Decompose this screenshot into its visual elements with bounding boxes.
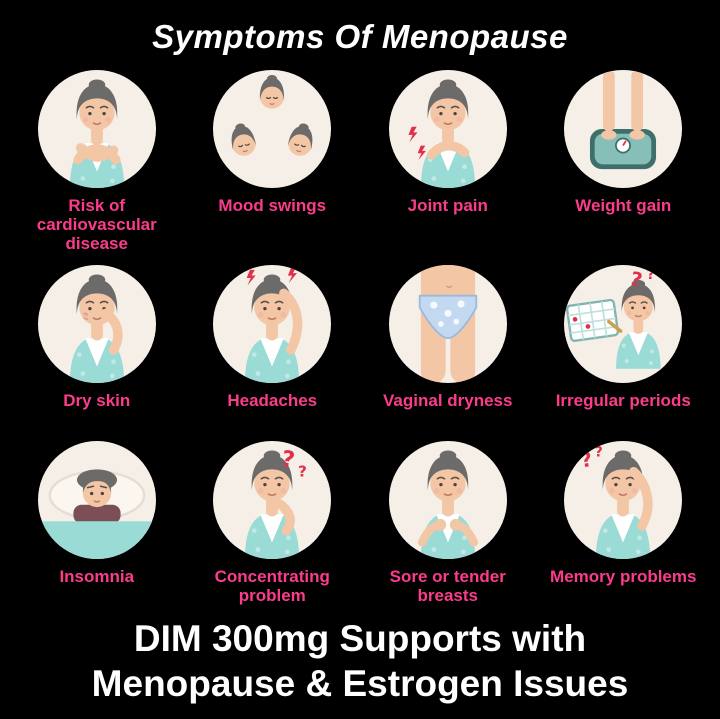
symptom-label: Irregular periods <box>555 391 691 411</box>
symptom-card: ? ? Irregular periods <box>537 265 711 429</box>
symptom-circle <box>213 265 332 384</box>
symptom-circle <box>213 70 332 188</box>
woman-confused-illustration: ? ? <box>244 446 307 560</box>
footer-line-1: DIM 300mg Supports with <box>133 618 587 660</box>
symptom-label: Insomnia <box>59 567 135 587</box>
symptom-card: ? ? Memory problems <box>537 441 711 605</box>
symptom-label: Memory problems <box>550 567 697 587</box>
symptom-label: Risk of cardiovascular disease <box>36 196 157 254</box>
feet-on-scale-illustration <box>590 70 657 170</box>
symptom-card: Joint pain <box>361 70 535 253</box>
symptom-label: Joint pain <box>407 196 488 215</box>
three-faces-illustration <box>227 74 317 159</box>
woman-calendar-illustration: ? ? <box>566 267 662 369</box>
svg-text:?: ? <box>579 447 595 473</box>
svg-text:?: ? <box>280 446 297 474</box>
symptom-card: Headaches <box>186 265 360 429</box>
symptom-card: Mood swings <box>186 70 360 253</box>
svg-text:?: ? <box>595 444 603 460</box>
symptom-grid: Risk of cardiovascular disease Mood swin… <box>0 56 720 605</box>
woman-chest-pain-illustration <box>68 78 125 188</box>
symptom-circle: ? ? <box>564 265 683 384</box>
page-title: Symptoms Of Menopause <box>152 18 568 55</box>
footer-heading: DIM 300mg Supports with Menopause & Estr… <box>0 617 720 706</box>
symptom-circle <box>37 265 156 384</box>
symptom-circle <box>388 265 507 384</box>
symptom-circle <box>564 70 683 188</box>
symptom-circle <box>388 441 507 560</box>
woman-headache-illustration <box>244 267 303 384</box>
woman-joint-pain-illustration <box>408 78 476 188</box>
svg-text:?: ? <box>628 267 644 293</box>
symptom-circle <box>388 70 507 188</box>
symptom-card: Insomnia <box>10 441 184 605</box>
symptom-circle <box>37 441 156 560</box>
symptom-label: Headaches <box>227 391 318 411</box>
symptom-card: Risk of cardiovascular disease <box>10 70 184 253</box>
symptom-label: Mood swings <box>218 196 327 215</box>
symptom-label: Concentrating problem <box>214 567 330 606</box>
symptom-label: Weight gain <box>575 196 672 215</box>
woman-chest-tender-illustration <box>417 449 478 560</box>
symptom-label: Dry skin <box>63 391 131 411</box>
symptom-card: Vaginal dryness <box>361 265 535 429</box>
symptom-label: Vaginal dryness <box>383 391 513 411</box>
woman-touching-face-illustration <box>68 273 125 384</box>
symptom-circle: ? ? <box>564 441 683 560</box>
symptom-card: ? ? Concentrating problem <box>186 441 360 605</box>
symptom-card: Weight gain <box>537 70 711 253</box>
symptom-circle <box>37 70 156 188</box>
symptom-card: Sore or tender breasts <box>361 441 535 605</box>
torso-underwear-illustration <box>418 265 477 384</box>
svg-text:?: ? <box>298 462 307 480</box>
symptom-circle: ? ? <box>213 441 332 560</box>
symptom-card: Dry skin <box>10 265 184 429</box>
woman-in-bed-illustration <box>37 469 156 560</box>
woman-memory-illustration: ? ? <box>579 444 653 560</box>
symptom-label: Sore or tender breasts <box>389 567 506 606</box>
footer-line-2: Menopause & Estrogen Issues <box>91 662 629 704</box>
svg-text:?: ? <box>647 267 655 283</box>
